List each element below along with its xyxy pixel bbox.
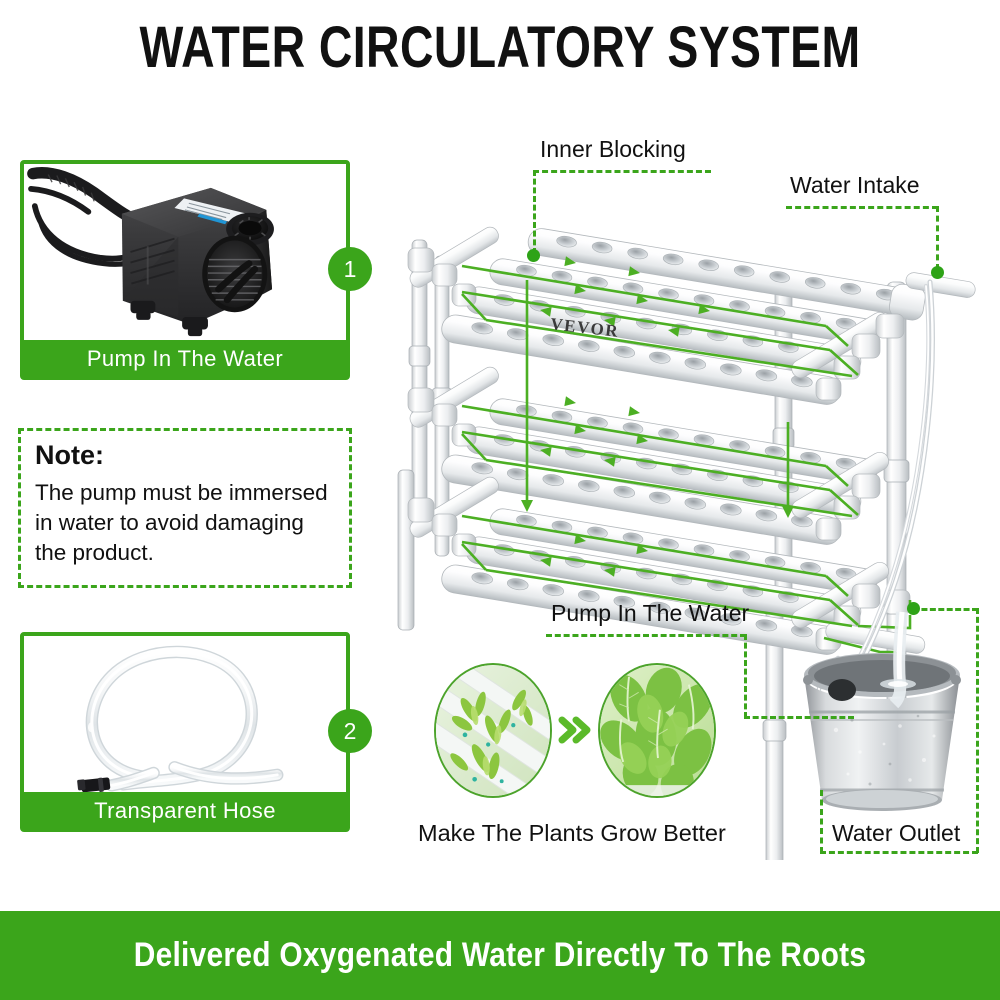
panel-hose: Transparent Hose 2	[20, 632, 372, 832]
callout-inner-blocking-dash-h	[533, 170, 711, 173]
note-title: Note:	[35, 440, 104, 470]
hose-photo	[24, 636, 346, 792]
callout-inner-blocking-dot	[527, 249, 540, 262]
note-body: The pump must be immersed in water to av…	[35, 480, 328, 565]
panel-pump-badge: 1	[328, 247, 372, 291]
flow-arrows	[461, 256, 912, 688]
hydroponic-rack-diagram: VEVOR	[397, 226, 976, 860]
hose-illustration	[77, 645, 284, 792]
tier-3	[407, 476, 926, 655]
panel-pump-caption: Pump In The Water	[23, 340, 347, 377]
plant-photo-before	[434, 663, 552, 798]
callout-water-outlet-dash-v	[976, 608, 979, 853]
page-title: WATER CIRCULATORY SYSTEM	[139, 15, 861, 80]
callout-inner-blocking-label: Inner Blocking	[540, 136, 686, 162]
callout-water-intake-dot	[931, 266, 944, 279]
callout-water-outlet-dash-left	[820, 790, 823, 853]
callout-water-outlet-dash-top	[913, 608, 978, 611]
callout-water-intake-dash-h	[786, 206, 938, 209]
callout-water-outlet-dash-bottom	[820, 851, 978, 854]
panel-pump: Pump In The Water 1	[20, 160, 372, 380]
callout-pump-dash-h-top	[546, 634, 746, 637]
growth-arrow-icon	[558, 716, 591, 744]
callout-pump-dash-v	[744, 634, 747, 718]
growth-caption: Make The Plants Grow Better	[418, 820, 726, 846]
callout-pump-dash-h-bottom	[744, 716, 854, 719]
hose-connector	[77, 777, 111, 792]
panel-hose-caption: Transparent Hose	[23, 792, 347, 829]
panel-hose-badge: 2	[328, 709, 372, 753]
bottom-banner: Delivered Oxygenated Water Directly To T…	[0, 911, 1000, 1000]
pump-photo	[24, 164, 346, 340]
callout-inner-blocking-dash-v	[533, 170, 536, 254]
pump-illustration	[27, 167, 274, 337]
plant-photo-after	[598, 663, 716, 798]
water-bucket	[803, 611, 961, 811]
note-box: Note: The pump must be immersed in water…	[18, 428, 352, 588]
callout-water-outlet-dot	[907, 602, 920, 615]
seedlings-illustration	[436, 665, 550, 796]
bottom-banner-text: Delivered Oxygenated Water Directly To T…	[133, 936, 867, 974]
callout-water-outlet-label: Water Outlet	[832, 820, 961, 846]
lettuce-illustration	[600, 665, 714, 796]
callout-water-intake-dash-v	[936, 206, 939, 270]
callout-water-intake-label: Water Intake	[790, 172, 920, 198]
callout-pump-label: Pump In The Water	[551, 600, 750, 626]
